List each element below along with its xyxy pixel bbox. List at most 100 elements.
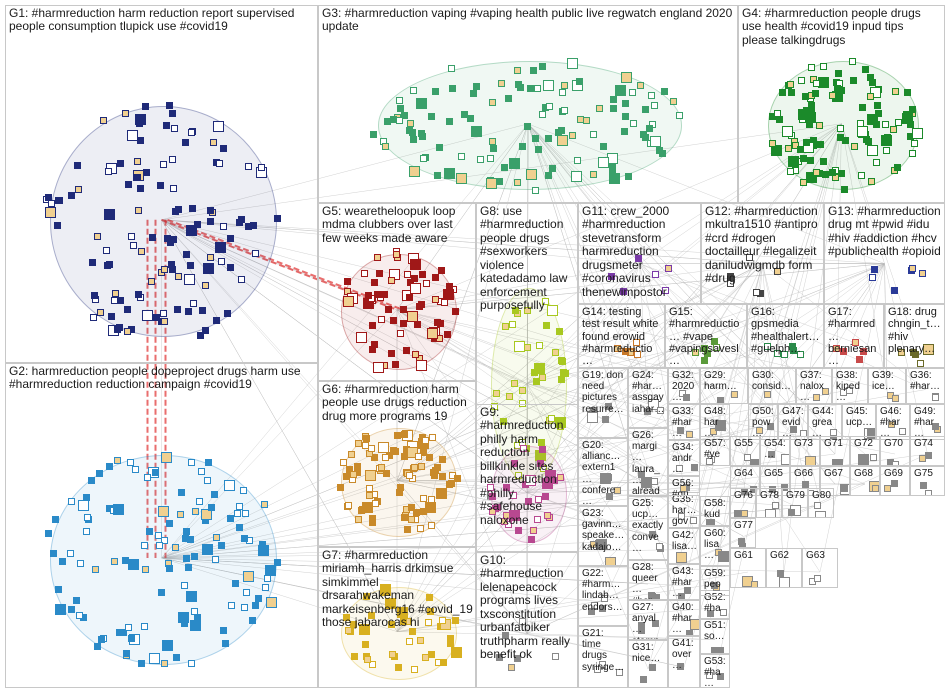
vertex[interactable] xyxy=(433,171,441,179)
vertex[interactable] xyxy=(457,153,465,161)
vertex[interactable] xyxy=(406,311,418,323)
vertex[interactable] xyxy=(241,534,249,542)
vertex[interactable] xyxy=(846,386,854,394)
vertex[interactable] xyxy=(202,544,214,556)
vertex[interactable] xyxy=(786,80,794,88)
vertex[interactable] xyxy=(220,144,228,152)
vertex[interactable] xyxy=(131,465,139,473)
vertex[interactable] xyxy=(431,296,439,304)
vertex[interactable] xyxy=(342,613,350,621)
vertex[interactable] xyxy=(513,340,525,352)
vertex[interactable] xyxy=(538,438,546,446)
vertex[interactable] xyxy=(373,291,381,299)
vertex[interactable] xyxy=(394,663,402,671)
vertex[interactable] xyxy=(710,427,718,435)
vertex[interactable] xyxy=(399,306,407,314)
vertex[interactable] xyxy=(180,581,188,589)
vertex[interactable] xyxy=(374,253,382,261)
vertex[interactable] xyxy=(919,270,927,278)
vertex[interactable] xyxy=(906,121,914,128)
vertex[interactable] xyxy=(251,601,259,609)
vertex[interactable] xyxy=(235,503,243,511)
vertex[interactable] xyxy=(158,505,170,517)
vertex[interactable] xyxy=(128,559,140,571)
vertex[interactable] xyxy=(84,514,92,522)
vertex[interactable] xyxy=(447,65,455,73)
vertex[interactable] xyxy=(188,204,196,212)
vertex[interactable] xyxy=(274,559,282,567)
vertex[interactable] xyxy=(76,560,84,568)
vertex[interactable] xyxy=(894,163,902,171)
vertex[interactable] xyxy=(388,650,396,658)
vertex[interactable] xyxy=(738,542,746,547)
vertex[interactable] xyxy=(363,655,371,663)
vertex[interactable] xyxy=(613,344,621,352)
vertex[interactable] xyxy=(545,172,553,180)
vertex[interactable] xyxy=(869,273,877,281)
vertex[interactable] xyxy=(74,186,82,194)
vertex[interactable] xyxy=(690,463,698,471)
vertex[interactable] xyxy=(390,316,398,324)
vertex[interactable] xyxy=(787,509,795,517)
vertex[interactable] xyxy=(221,639,229,647)
vertex[interactable] xyxy=(137,137,145,145)
vertex[interactable] xyxy=(205,459,213,467)
vertex[interactable] xyxy=(678,512,686,520)
vertex[interactable] xyxy=(589,170,597,178)
vertex[interactable] xyxy=(123,327,131,335)
vertex[interactable] xyxy=(45,207,57,219)
vertex[interactable] xyxy=(710,582,718,590)
vertex[interactable] xyxy=(855,356,863,364)
vertex[interactable] xyxy=(97,308,105,316)
vertex[interactable] xyxy=(411,463,419,471)
vertex[interactable] xyxy=(599,143,607,151)
vertex[interactable] xyxy=(489,145,497,153)
vertex[interactable] xyxy=(129,242,137,250)
vertex[interactable] xyxy=(144,474,152,482)
vertex[interactable] xyxy=(141,541,149,549)
vertex[interactable] xyxy=(138,247,146,255)
vertex[interactable] xyxy=(802,139,810,147)
vertex[interactable] xyxy=(634,254,642,262)
vertex[interactable] xyxy=(470,126,482,138)
vertex[interactable] xyxy=(931,423,939,431)
vertex[interactable] xyxy=(538,110,546,118)
vertex[interactable] xyxy=(607,273,615,281)
vertex[interactable] xyxy=(546,305,558,317)
vertex[interactable] xyxy=(662,286,670,294)
vertex[interactable] xyxy=(509,491,517,499)
vertex[interactable] xyxy=(51,515,59,523)
vertex[interactable] xyxy=(67,549,75,557)
vertex[interactable] xyxy=(720,609,728,616)
vertex[interactable] xyxy=(369,321,377,329)
vertex[interactable] xyxy=(814,502,822,510)
vertex[interactable] xyxy=(127,459,135,467)
vertex[interactable] xyxy=(195,498,203,506)
vertex[interactable] xyxy=(525,474,537,486)
vertex[interactable] xyxy=(122,109,130,117)
vertex[interactable] xyxy=(682,393,690,401)
vertex[interactable] xyxy=(392,361,400,369)
vertex[interactable] xyxy=(733,509,741,517)
vertex[interactable] xyxy=(790,425,798,433)
vertex[interactable] xyxy=(427,651,435,659)
vertex[interactable] xyxy=(497,80,505,88)
vertex[interactable] xyxy=(551,349,559,357)
vertex[interactable] xyxy=(871,115,879,123)
vertex[interactable] xyxy=(45,530,53,538)
vertex[interactable] xyxy=(530,67,538,75)
vertex[interactable] xyxy=(711,338,719,346)
vertex[interactable] xyxy=(344,626,352,634)
vertex[interactable] xyxy=(622,112,630,120)
vertex[interactable] xyxy=(135,291,143,299)
vertex[interactable] xyxy=(932,394,940,402)
vertex[interactable] xyxy=(95,469,103,477)
vertex[interactable] xyxy=(406,127,414,135)
vertex[interactable] xyxy=(89,314,97,322)
vertex[interactable] xyxy=(240,486,248,494)
vertex[interactable] xyxy=(489,492,497,500)
vertex[interactable] xyxy=(514,178,522,186)
vertex[interactable] xyxy=(265,597,277,609)
vertex[interactable] xyxy=(630,119,638,127)
vertex[interactable] xyxy=(649,663,657,671)
